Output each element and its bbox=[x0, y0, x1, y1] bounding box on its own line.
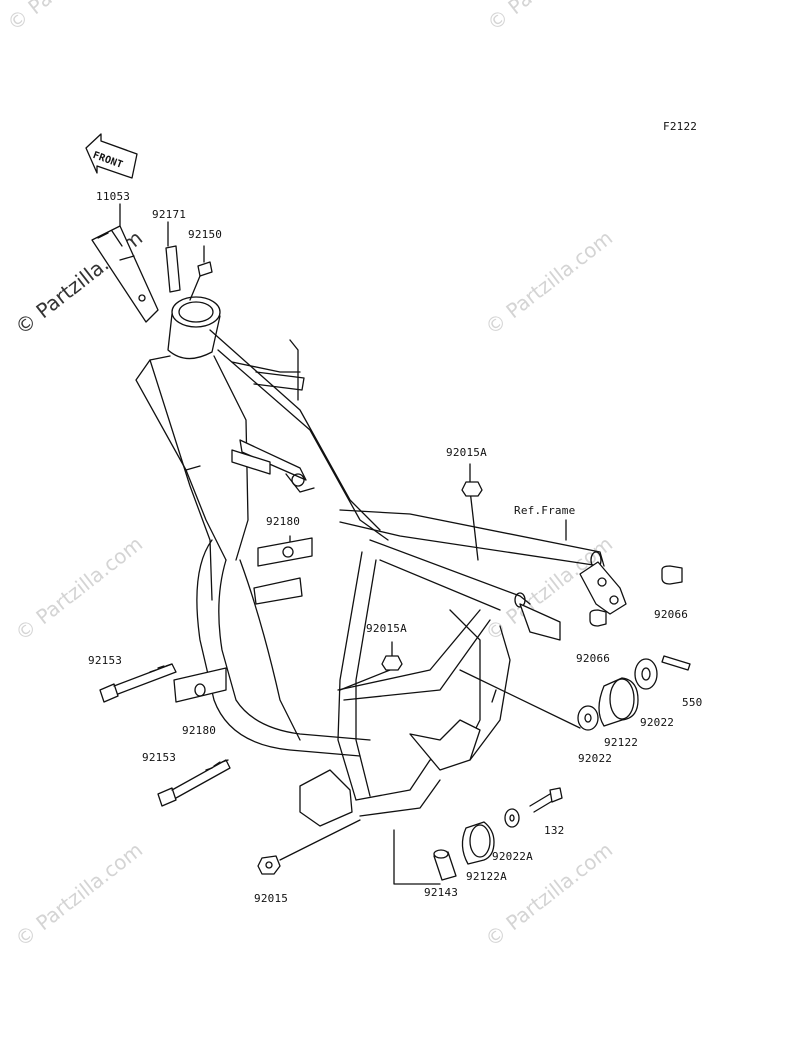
part-number-92171[interactable]: 92171 bbox=[152, 208, 187, 221]
figure-code: F2122 bbox=[663, 120, 698, 133]
part-number-92153[interactable]: 92153 bbox=[88, 654, 123, 667]
part-number-92022[interactable]: 92022 bbox=[578, 752, 613, 765]
part-number-92150[interactable]: 92150 bbox=[188, 228, 223, 241]
part-number-92022[interactable]: 92022 bbox=[640, 716, 675, 729]
part-number-92153[interactable]: 92153 bbox=[142, 751, 177, 764]
part-number-92066[interactable]: 92066 bbox=[654, 608, 689, 621]
part-number-92122[interactable]: 92122 bbox=[604, 736, 639, 749]
part-number-92015[interactable]: 92015 bbox=[254, 892, 289, 905]
part-number-92015A[interactable]: 92015A bbox=[366, 622, 407, 635]
ref-frame-label: Ref.Frame bbox=[514, 504, 576, 517]
part-number-92180[interactable]: 92180 bbox=[182, 724, 217, 737]
part-number-92015A[interactable]: 92015A bbox=[446, 446, 487, 459]
part-number-92180[interactable]: 92180 bbox=[266, 515, 301, 528]
part-number-92022A[interactable]: 92022A bbox=[492, 850, 533, 863]
part-number-92122A[interactable]: 92122A bbox=[466, 870, 507, 883]
front-arrow-icon bbox=[85, 133, 138, 179]
part-number-92143[interactable]: 92143 bbox=[424, 886, 459, 899]
part-number-132[interactable]: 132 bbox=[544, 824, 565, 837]
part-number-92066[interactable]: 92066 bbox=[576, 652, 611, 665]
part-number-550[interactable]: 550 bbox=[682, 696, 703, 709]
part-number-11053[interactable]: 11053 bbox=[96, 190, 131, 203]
